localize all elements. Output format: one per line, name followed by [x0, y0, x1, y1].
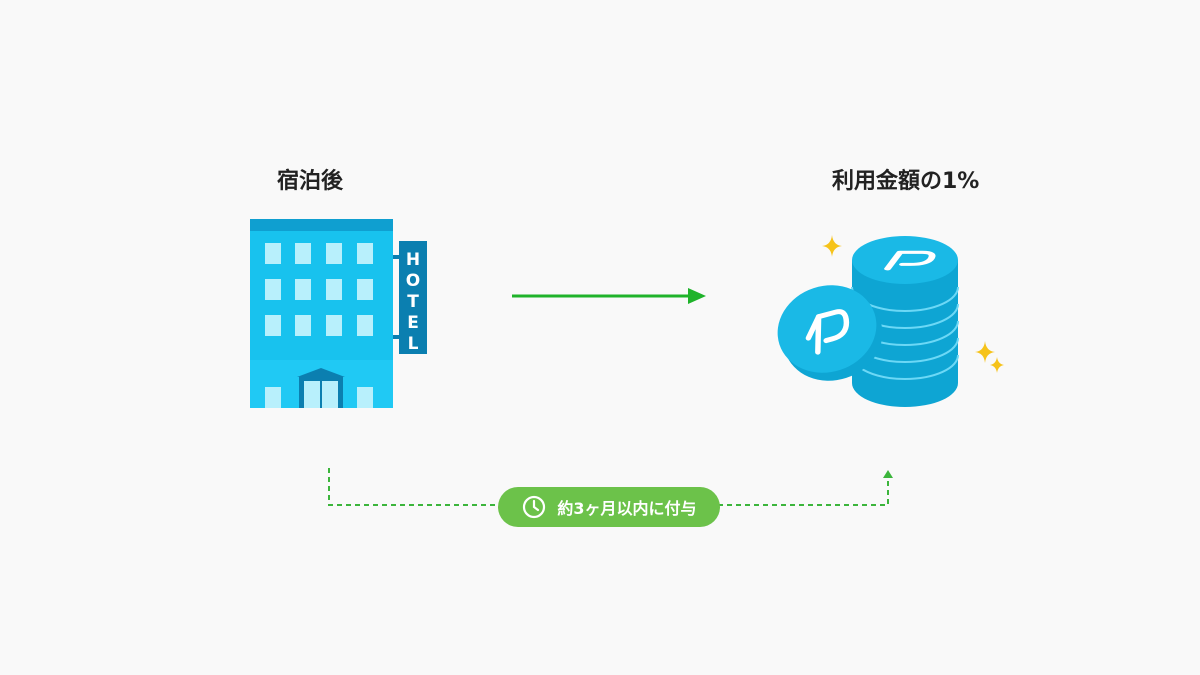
hotel-sign-letter: T [407, 292, 419, 312]
hotel-sign-letter: E [407, 313, 419, 333]
hotel-sign-letter: H [406, 250, 420, 270]
hotel-sign-letter: O [406, 271, 420, 291]
flow-arrow [512, 288, 706, 304]
hotel-stay-label: 宿泊後 [277, 169, 344, 194]
points-amount-label: 利用金額の1% [832, 169, 980, 194]
hotel-sign-letter: L [408, 334, 419, 354]
sparkle-icon [822, 235, 1004, 373]
clock-icon [521, 494, 547, 520]
timing-dashed-line [328, 468, 893, 506]
points-coins-illustration [777, 235, 1004, 407]
timing-badge: 約3ヶ月以内に付与 [498, 487, 720, 527]
coin-icon [777, 285, 883, 381]
timing-badge-text: 約3ヶ月以内に付与 [557, 499, 697, 518]
